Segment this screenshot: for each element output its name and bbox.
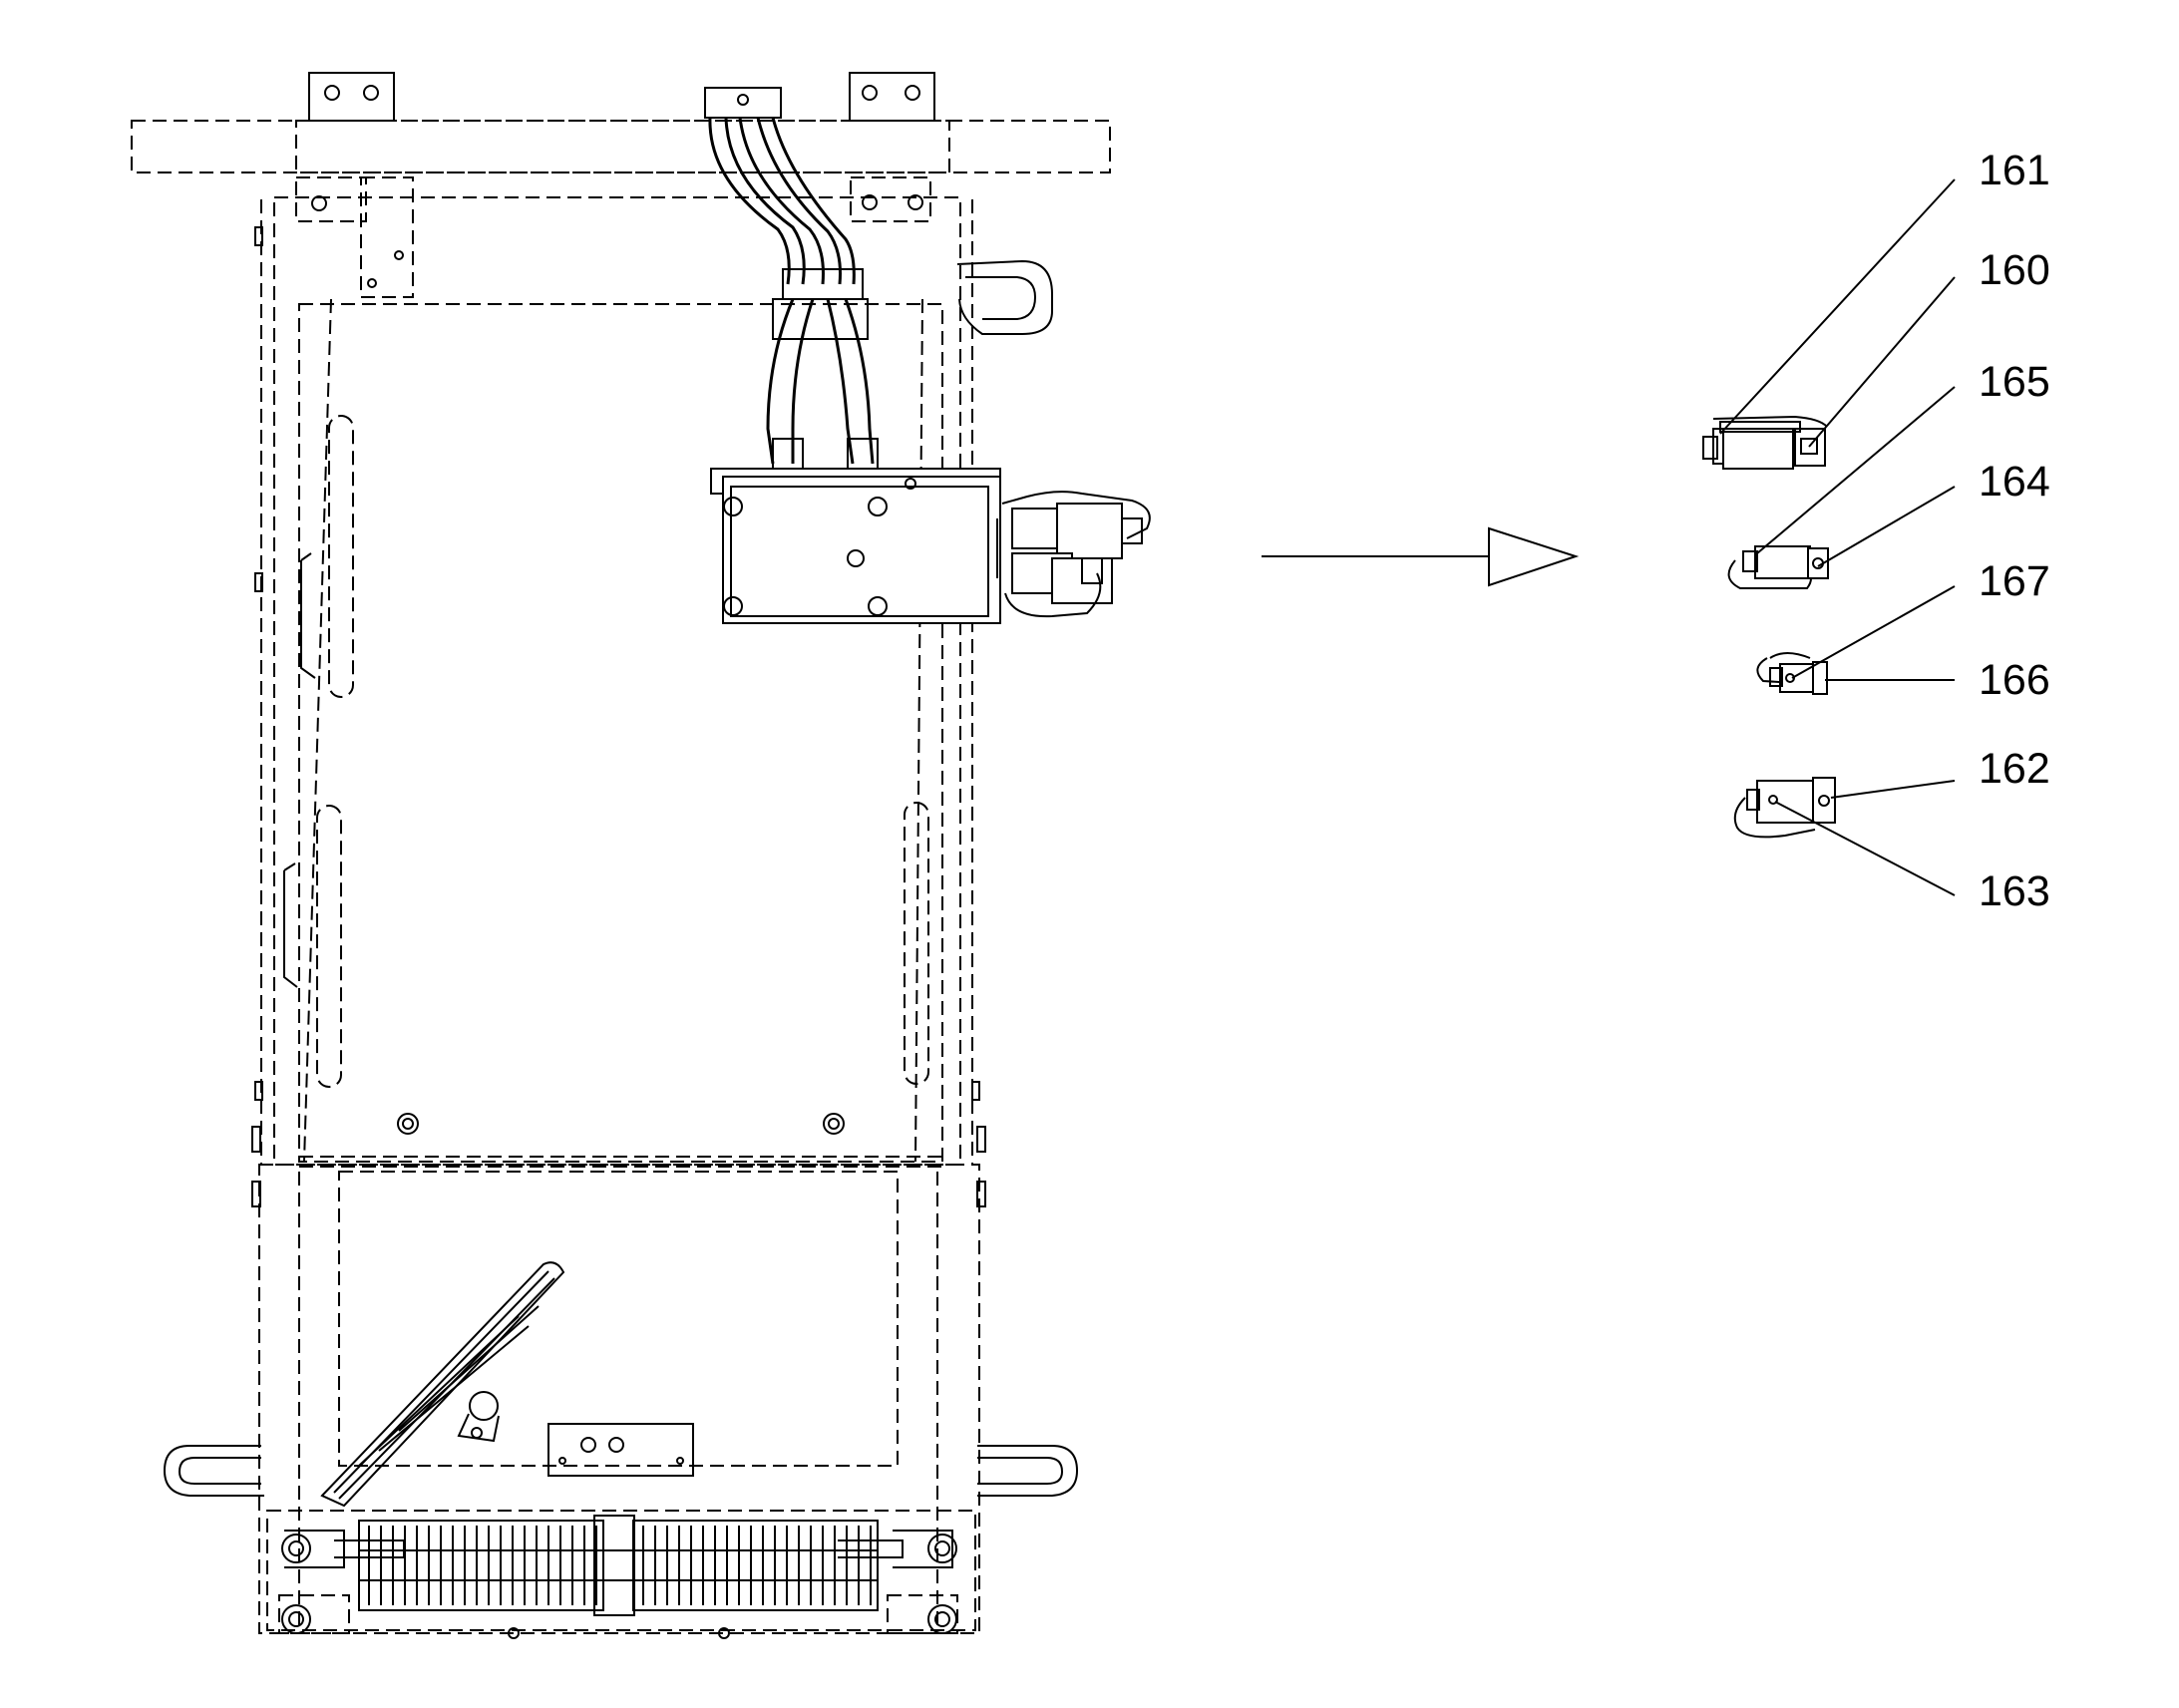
reference-numerals: 161 160 165 164 167 166 162 163 <box>1979 147 2050 915</box>
direction-arrow <box>1262 526 1580 587</box>
right-side-handle <box>977 1445 1079 1497</box>
component-162-163 <box>1733 777 1836 839</box>
left-side-handle <box>163 1445 264 1497</box>
lower-chamber <box>251 1126 986 1634</box>
leader-lines <box>1719 178 1956 896</box>
bottom-grille <box>266 1510 976 1639</box>
callout-167: 167 <box>1979 557 2050 605</box>
upper-side-handle <box>956 259 1053 335</box>
callout-164: 164 <box>1979 458 2050 506</box>
component-161-160 <box>1702 415 1828 470</box>
tilted-door-panel <box>320 1261 565 1508</box>
callout-165: 165 <box>1979 358 2050 406</box>
upper-chamber <box>254 196 980 1168</box>
callout-160: 160 <box>1979 246 2050 294</box>
callout-162: 162 <box>1979 745 2050 793</box>
frame-assembly <box>131 72 1151 1639</box>
exploded-components: 161 160 165 164 167 166 162 163 <box>1702 147 2050 915</box>
mounting-plate <box>547 1423 694 1477</box>
top-crossbar <box>131 72 1111 298</box>
component-167-166 <box>1756 652 1828 695</box>
hose-bundle <box>704 87 879 470</box>
callout-161: 161 <box>1979 147 2050 194</box>
valve-block <box>710 468 1151 624</box>
callout-166: 166 <box>1979 656 2050 704</box>
component-165-164 <box>1727 545 1829 589</box>
callout-163: 163 <box>1979 867 2050 915</box>
